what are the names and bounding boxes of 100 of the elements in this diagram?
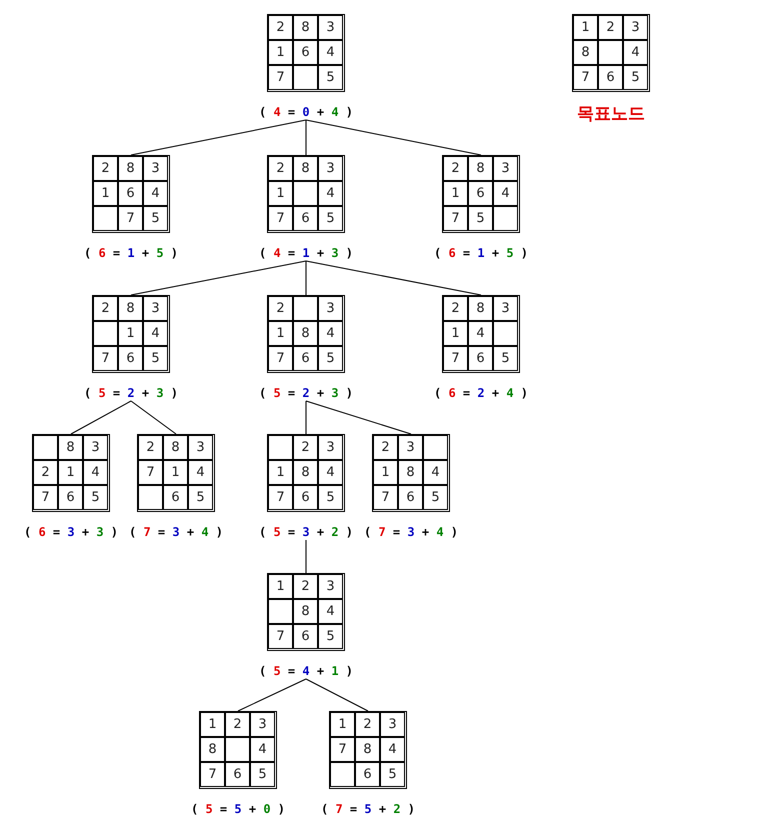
- puzzle-cell: 7: [373, 485, 398, 510]
- cost-formula: ( 4 = 0 + 4 ): [258, 104, 354, 120]
- puzzle-cell: 1: [163, 460, 188, 485]
- puzzle-cell: 2: [268, 15, 293, 40]
- puzzle-cell: 8: [293, 15, 318, 40]
- puzzle-cell: 7: [268, 65, 293, 90]
- puzzle-cell: 5: [83, 485, 108, 510]
- tree-edge: [130, 120, 306, 156]
- puzzle-cell: 3: [143, 156, 168, 181]
- cost-formula: ( 5 = 3 + 2 ): [258, 524, 354, 540]
- puzzle-cell: 6: [398, 485, 423, 510]
- puzzle-cell: 2: [93, 156, 118, 181]
- puzzle-cell: 3: [623, 15, 648, 40]
- puzzle-cell: 3: [318, 574, 343, 599]
- puzzle-cell: 4: [318, 599, 343, 624]
- puzzle-cell: 4: [318, 321, 343, 346]
- puzzle-cell: 1: [58, 460, 83, 485]
- puzzle-cell: 3: [318, 296, 343, 321]
- puzzle-cell: 6: [355, 762, 380, 787]
- puzzle-cell: 8: [293, 460, 318, 485]
- puzzle-cell: 5: [143, 206, 168, 231]
- puzzle-cell: 6: [58, 485, 83, 510]
- puzzle-cell: [423, 435, 448, 460]
- puzzle-cell: 7: [330, 737, 355, 762]
- puzzle-cell: 7: [33, 485, 58, 510]
- puzzle-cell: 6: [118, 346, 143, 371]
- puzzle-cell: 3: [188, 435, 213, 460]
- puzzle-cell: 1: [268, 574, 293, 599]
- puzzle-cell: 7: [443, 346, 468, 371]
- puzzle-cell: [268, 599, 293, 624]
- puzzle-cell: 7: [268, 624, 293, 649]
- puzzle-cell: 6: [293, 624, 318, 649]
- puzzle-cell: 5: [468, 206, 493, 231]
- cost-formula: ( 6 = 1 + 5 ): [84, 245, 178, 261]
- puzzle-cell: [330, 762, 355, 787]
- puzzle-cell: 6: [163, 485, 188, 510]
- cost-formula: ( 5 = 5 + 0 ): [190, 801, 286, 817]
- puzzle-cell: 8: [468, 156, 493, 181]
- puzzle-cell: 4: [318, 40, 343, 65]
- cost-formula: ( 6 = 1 + 5 ): [434, 245, 528, 261]
- puzzle-cell: 5: [250, 762, 275, 787]
- puzzle-cell: 5: [493, 346, 518, 371]
- puzzle-cell: 4: [250, 737, 275, 762]
- cost-formula: ( 4 = 1 + 3 ): [258, 245, 354, 261]
- puzzle-cell: 5: [318, 206, 343, 231]
- puzzle-cell: 7: [118, 206, 143, 231]
- puzzle-cell: 1: [443, 181, 468, 206]
- puzzle-cell: 3: [318, 435, 343, 460]
- puzzle-cell: 4: [318, 181, 343, 206]
- puzzle-cell: 1: [443, 321, 468, 346]
- tree-edge: [70, 400, 132, 434]
- puzzle-cell: 3: [318, 156, 343, 181]
- cost-formula: ( 7 = 3 + 4 ): [364, 524, 458, 540]
- puzzle-cell: 2: [268, 296, 293, 321]
- tree-edge: [306, 678, 368, 712]
- puzzle-cell: [138, 485, 163, 510]
- tree-edge: [130, 400, 176, 434]
- puzzle-cell: 2: [293, 574, 318, 599]
- puzzle-cell: 1: [268, 40, 293, 65]
- cost-formula: ( 7 = 5 + 2 ): [320, 801, 416, 817]
- puzzle-cell: 8: [293, 599, 318, 624]
- puzzle-cell: 2: [268, 156, 293, 181]
- puzzle-cell: 6: [118, 181, 143, 206]
- puzzle-cell: 7: [268, 206, 293, 231]
- puzzle-cell: 4: [143, 321, 168, 346]
- puzzle-cell: 6: [468, 346, 493, 371]
- puzzle-cell: 6: [293, 40, 318, 65]
- cost-formula: ( 6 = 2 + 4 ): [434, 385, 528, 401]
- puzzle-cell: 4: [493, 181, 518, 206]
- puzzle-cell: 8: [163, 435, 188, 460]
- puzzle-cell: 3: [398, 435, 423, 460]
- puzzle-cell: 1: [268, 321, 293, 346]
- puzzle-cell: 4: [143, 181, 168, 206]
- puzzle-cell: 8: [293, 321, 318, 346]
- cost-formula: ( 7 = 3 + 4 ): [128, 524, 224, 540]
- puzzle-cell: 3: [318, 15, 343, 40]
- puzzle-cell: 3: [83, 435, 108, 460]
- puzzle-cell: 7: [268, 485, 293, 510]
- puzzle-cell: 2: [443, 296, 468, 321]
- puzzle-cell: 8: [118, 296, 143, 321]
- puzzle-cell: 1: [200, 712, 225, 737]
- puzzle-cell: [493, 206, 518, 231]
- puzzle-cell: 2: [598, 15, 623, 40]
- puzzle-cell: 2: [373, 435, 398, 460]
- cost-formula: ( 5 = 2 + 3 ): [258, 385, 354, 401]
- puzzle-cell: 6: [468, 181, 493, 206]
- puzzle-cell: 7: [138, 460, 163, 485]
- puzzle-cell: [293, 296, 318, 321]
- puzzle-cell: 1: [93, 181, 118, 206]
- puzzle-cell: 4: [380, 737, 405, 762]
- puzzle-cell: 6: [225, 762, 250, 787]
- puzzle-cell: 2: [355, 712, 380, 737]
- puzzle-cell: 8: [398, 460, 423, 485]
- puzzle-cell: 7: [268, 346, 293, 371]
- puzzle-cell: 1: [268, 181, 293, 206]
- puzzle-cell: 8: [58, 435, 83, 460]
- puzzle-cell: [293, 65, 318, 90]
- puzzle-cell: 8: [573, 40, 598, 65]
- tree-edge: [306, 400, 412, 434]
- puzzle-cell: [293, 181, 318, 206]
